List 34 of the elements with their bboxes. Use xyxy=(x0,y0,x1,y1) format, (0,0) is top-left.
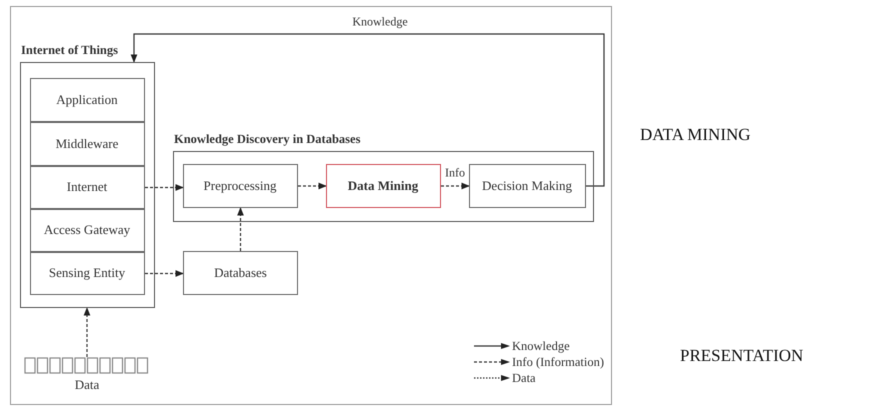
process-box xyxy=(468,164,586,208)
process-box xyxy=(182,164,298,208)
box-label: Access Gateway xyxy=(44,222,130,238)
side-label: PRESENTATION xyxy=(680,346,804,366)
arrow xyxy=(84,307,90,357)
process-box xyxy=(30,208,144,252)
arrow xyxy=(441,182,470,190)
box-label: Application xyxy=(56,92,118,108)
legend-label: Data xyxy=(512,370,536,386)
process-box xyxy=(30,252,144,294)
arrow xyxy=(130,33,605,187)
arrow xyxy=(145,184,184,191)
data-label: Data xyxy=(74,377,100,393)
legend-label: Knowledge xyxy=(512,338,570,354)
box-label: Internet xyxy=(66,179,108,195)
side-label: DATA MINING xyxy=(640,125,751,145)
box-label: Decision Making xyxy=(482,178,572,194)
process-box xyxy=(30,78,144,122)
process-box xyxy=(326,164,440,208)
process-box xyxy=(30,166,144,208)
box-label: Preprocessing xyxy=(204,178,276,194)
box-label: Databases xyxy=(214,265,267,281)
box-label: Sensing Entity xyxy=(48,265,126,281)
process-box xyxy=(30,122,144,166)
process-box xyxy=(183,251,298,295)
group-heading: Internet of Things xyxy=(21,43,118,58)
arrow xyxy=(145,270,184,277)
edge-label: Knowledge xyxy=(351,14,409,30)
box-label: Middleware xyxy=(56,136,118,152)
arrow xyxy=(298,182,327,190)
legend-label: Info (Information) xyxy=(512,354,604,370)
arrow xyxy=(237,207,244,251)
group-heading: Knowledge Discovery in Databases xyxy=(174,132,360,147)
box-label: Data Mining xyxy=(348,178,418,194)
